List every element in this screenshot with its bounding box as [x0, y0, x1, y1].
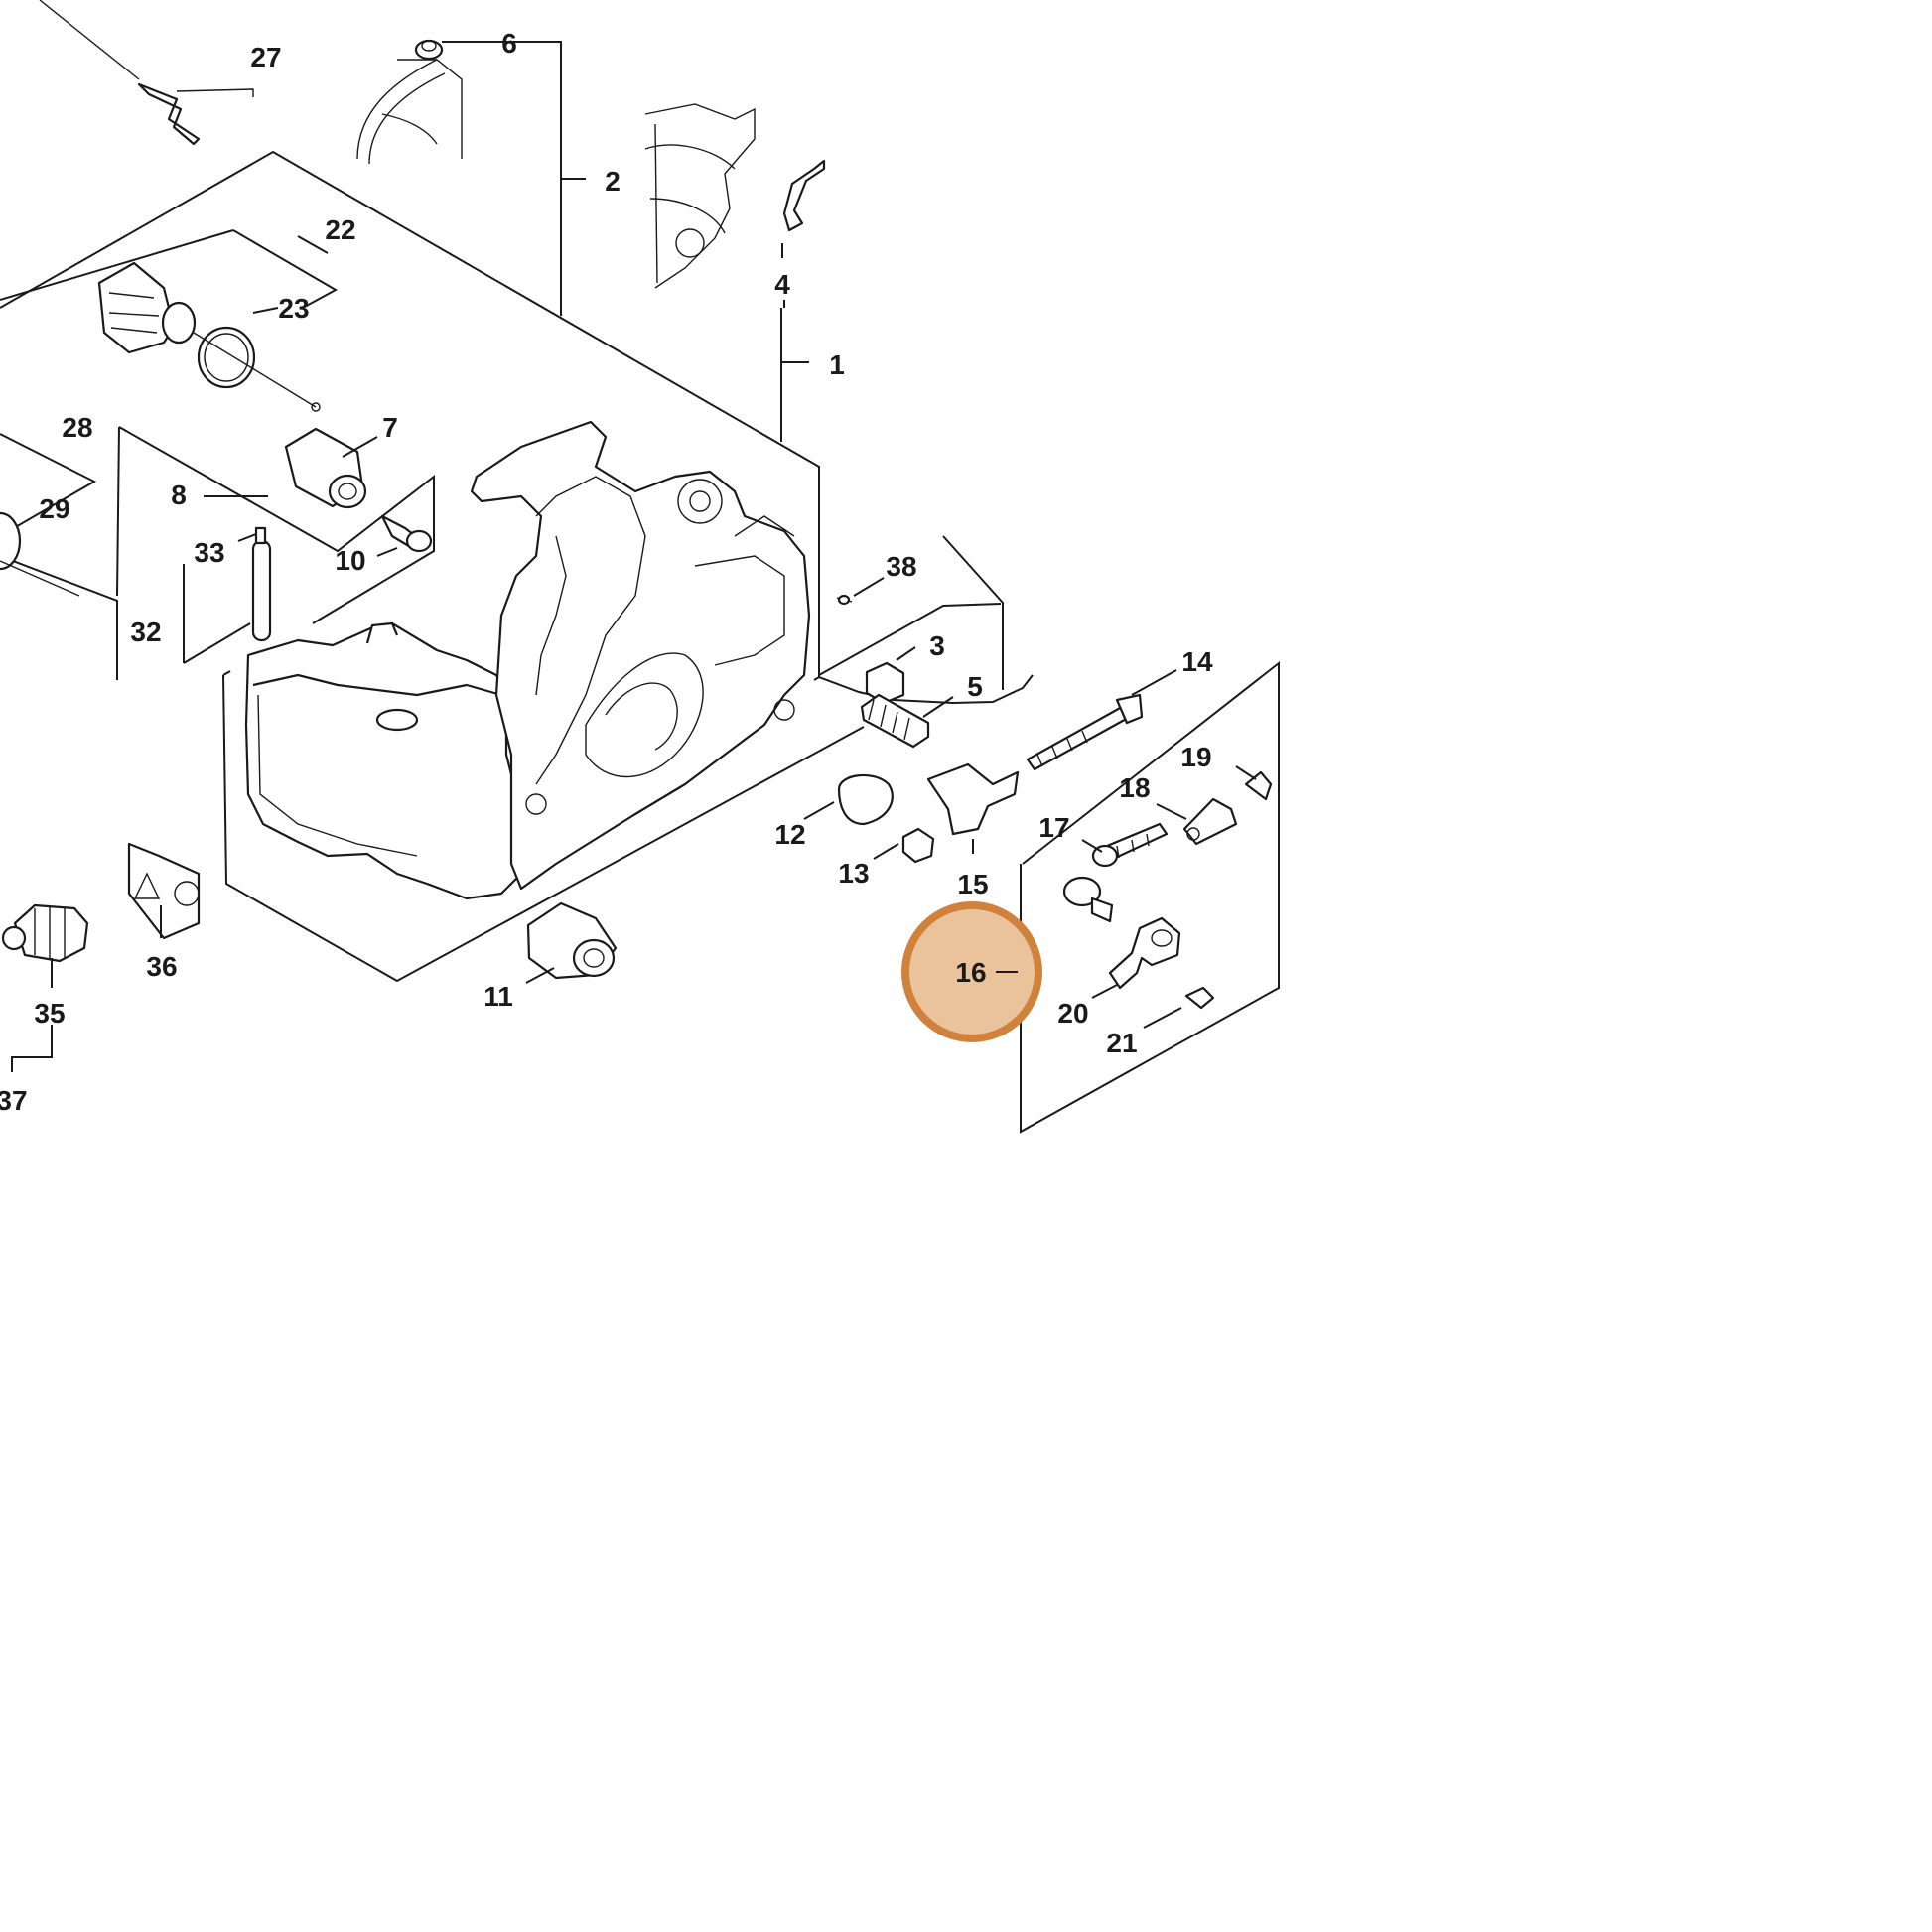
assembly-frames: [0, 41, 1280, 1134]
part-label-1[interactable]: 1: [829, 349, 845, 380]
part-label-5[interactable]: 5: [967, 671, 983, 702]
part-label-3[interactable]: 3: [929, 630, 945, 661]
part-label-28[interactable]: 28: [62, 412, 92, 443]
small-parts: [0, 0, 1273, 1010]
part-label-29[interactable]: 29: [39, 493, 69, 524]
part-label-27[interactable]: 27: [250, 42, 281, 72]
part-label-21[interactable]: 21: [1106, 1028, 1137, 1058]
part-label-38[interactable]: 38: [886, 551, 916, 582]
part-label-35[interactable]: 35: [34, 998, 65, 1029]
cylinder-cover-sketch: [356, 59, 463, 165]
part-label-36[interactable]: 36: [146, 951, 177, 982]
leader-lines: [51, 41, 1257, 1029]
part-label-15[interactable]: 15: [957, 869, 988, 899]
sprocket-cover-sketch: [644, 103, 756, 289]
part-label-22[interactable]: 22: [325, 214, 355, 245]
highlight-circle[interactable]: [901, 901, 1042, 1042]
part-label-32[interactable]: 32: [130, 617, 161, 647]
part-label-20[interactable]: 20: [1057, 998, 1088, 1029]
highlight-marker[interactable]: [901, 901, 1042, 1042]
part-label-16[interactable]: 16: [955, 957, 986, 988]
part-label-17[interactable]: 17: [1038, 812, 1069, 843]
part-label-7[interactable]: 7: [382, 412, 398, 443]
part-label-6[interactable]: 6: [501, 28, 517, 59]
part-label-2[interactable]: 2: [605, 166, 621, 197]
part-label-14[interactable]: 14: [1181, 646, 1213, 677]
part-label-4[interactable]: 4: [774, 269, 790, 300]
part-labels: 6 27 2 22 4 23 1 28 7 8 29 33 10 38 32 3…: [0, 28, 1213, 1116]
part-label-37[interactable]: 37: [0, 1085, 28, 1116]
part-label-19[interactable]: 19: [1180, 742, 1211, 772]
part-label-8[interactable]: 8: [171, 480, 187, 510]
part-label-33[interactable]: 33: [194, 537, 224, 568]
part-label-18[interactable]: 18: [1119, 772, 1150, 803]
part-label-23[interactable]: 23: [278, 293, 309, 324]
part-label-12[interactable]: 12: [774, 819, 805, 850]
crankcase-housing: [244, 420, 811, 900]
part-label-13[interactable]: 13: [838, 858, 869, 889]
part-label-11[interactable]: 11: [483, 981, 513, 1012]
part-label-10[interactable]: 10: [335, 545, 365, 576]
